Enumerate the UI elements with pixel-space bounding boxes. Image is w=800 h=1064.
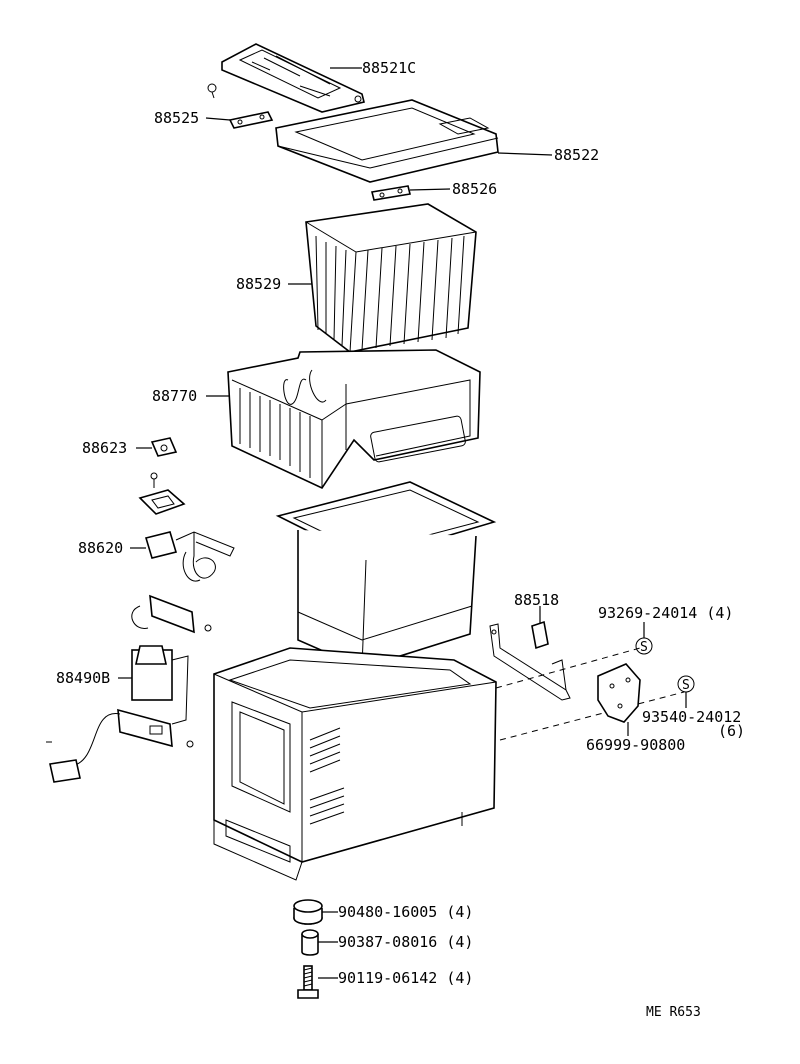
label-88526: 88526 (452, 180, 497, 198)
part-liner-drawing (275, 481, 497, 669)
label-93540-qty: (6) (718, 722, 745, 740)
label-88525: 88525 (154, 109, 199, 127)
label-90387: 90387-08016 (4) (338, 933, 473, 951)
label-93269: 93269-24014 (4) (598, 604, 733, 622)
part-90119-drawing (297, 965, 319, 999)
label-88518: 88518 (514, 591, 559, 609)
part-88525-drawing (228, 111, 274, 129)
part-90480-drawing (293, 899, 323, 925)
part-90387-drawing (301, 929, 319, 956)
part-88526-drawing (371, 185, 411, 201)
dashed-leader-1 (495, 647, 641, 689)
part-88518-drawing (489, 620, 571, 701)
part-88490B-drawing (49, 594, 212, 783)
part-screw-bracket-drawing (138, 472, 186, 515)
part-88522-drawing (275, 99, 499, 183)
label-88521C: 88521C (362, 59, 416, 77)
part-88623-drawing (150, 437, 178, 457)
diagram-code: ME R653 (646, 1005, 701, 1020)
label-88770: 88770 (152, 387, 197, 405)
part-66999-drawing (597, 663, 641, 723)
part-88620-drawing (144, 531, 235, 582)
label-88522: 88522 (554, 146, 599, 164)
label-93540: 93540-24012 (642, 708, 741, 726)
label-88490B: 88490B (56, 669, 110, 687)
label-88623: 88623 (82, 439, 127, 457)
symbol-93540: S (677, 675, 695, 693)
label-90119: 90119-06142 (4) (338, 969, 473, 987)
label-90480: 90480-16005 (4) (338, 903, 473, 921)
part-cabinet-drawing (213, 647, 497, 881)
part-88529-drawing (305, 203, 477, 353)
label-88529: 88529 (236, 275, 281, 293)
label-88620: 88620 (78, 539, 123, 557)
symbol-s2: S (682, 678, 690, 693)
symbol-s1: S (640, 640, 648, 655)
part-88521C-drawing (207, 43, 365, 113)
symbol-93269: S (635, 637, 653, 655)
dashed-leader-2 (499, 691, 685, 741)
part-88770-drawing (227, 349, 481, 490)
label-66999: 66999-90800 (586, 736, 685, 754)
